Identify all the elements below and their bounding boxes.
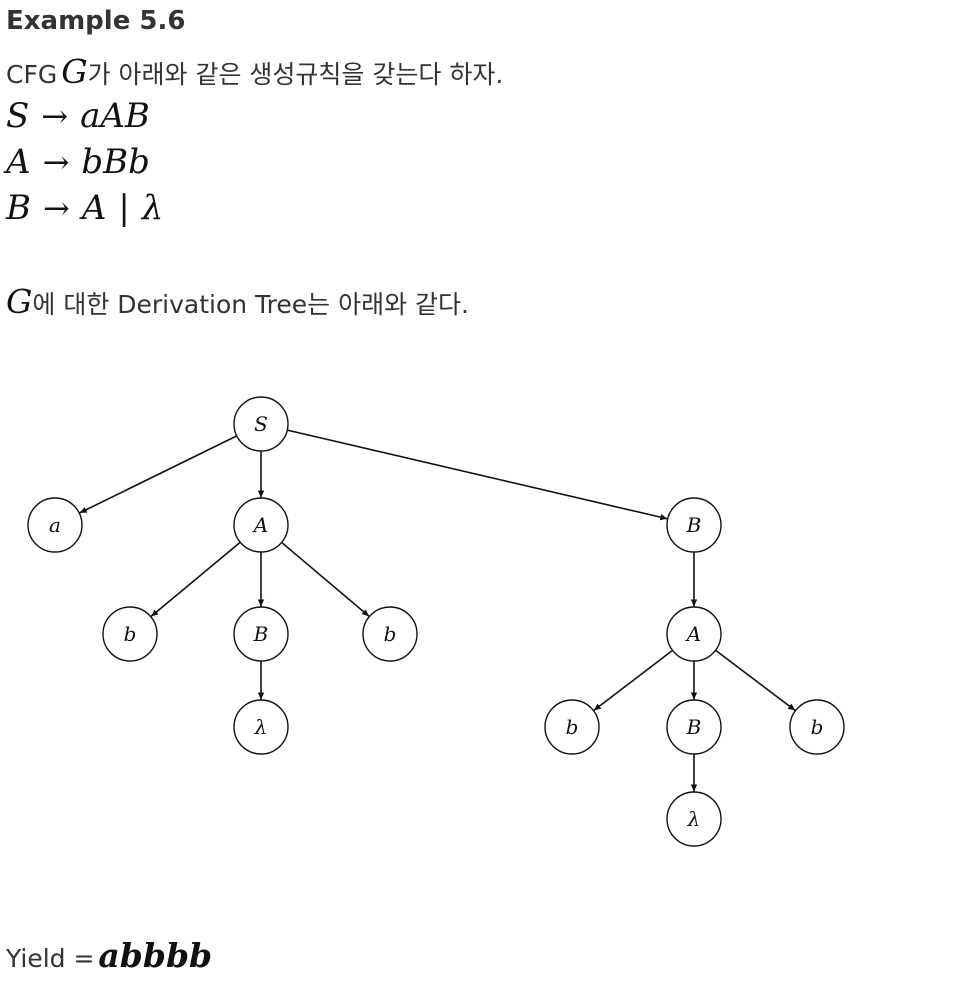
tree-node-circle — [233, 606, 289, 662]
tree-node: S — [233, 396, 289, 452]
rule-rhs: bBb — [81, 142, 150, 182]
production-rule-2: A → bBb — [6, 142, 150, 182]
tree-node-label: A — [685, 622, 701, 646]
tree-edge — [287, 429, 668, 521]
tree-node-label: A — [252, 513, 268, 537]
tree-node: A — [233, 497, 289, 553]
tree-node: A — [666, 606, 722, 662]
tree-node-circle — [666, 791, 722, 847]
tree-node-circle — [666, 497, 722, 553]
rule-rhs: aAB — [80, 96, 150, 136]
tree-caption-text: 에 대한 Derivation Tree는 아래와 같다. — [32, 290, 470, 319]
tree-node-label: λ — [687, 807, 701, 831]
tree-node-circle — [102, 606, 158, 662]
tree-node-label: a — [49, 513, 61, 537]
tree-node-circle — [233, 396, 289, 452]
tree-node: λ — [666, 791, 722, 847]
tree-node: B — [666, 497, 722, 553]
alternation-bar: | — [118, 188, 130, 228]
tree-edge — [715, 649, 796, 712]
tree-node-label: S — [254, 412, 268, 436]
arrow-icon: → — [42, 143, 70, 181]
intro-prefix: CFG — [6, 60, 58, 89]
tree-node: B — [233, 606, 289, 662]
rule-lhs: B — [6, 188, 31, 228]
yield-label: Yield = — [6, 944, 95, 973]
tree-node-label: b — [384, 622, 397, 646]
tree-node-circle — [27, 497, 83, 553]
tree-node-label: b — [566, 715, 579, 739]
tree-node-circle — [233, 497, 289, 553]
tree-node-label: λ — [254, 715, 268, 739]
tree-node: b — [362, 606, 418, 662]
tree-node-label: B — [686, 715, 702, 739]
tree-node-circle — [233, 699, 289, 755]
tree-node-circle — [544, 699, 600, 755]
tree-node-circle — [789, 699, 845, 755]
tree-caption: G 에 대한 Derivation Tree는 아래와 같다. — [6, 282, 469, 321]
arrow-icon: → — [41, 97, 69, 135]
tree-node: b — [102, 606, 158, 662]
tree-edge — [593, 649, 674, 711]
rule-rhs: A — [81, 188, 107, 228]
tree-edge — [79, 435, 238, 514]
rule-alt: λ — [141, 188, 164, 228]
tree-node-label: B — [253, 622, 269, 646]
tree-node-label: B — [686, 513, 702, 537]
tree-node: b — [789, 699, 845, 755]
rule-lhs: A — [6, 142, 31, 182]
tree-node-circle — [666, 606, 722, 662]
intro-line: CFG G 가 아래와 같은 생성규칙을 갖는다 하자. — [6, 52, 503, 91]
tree-node: b — [544, 699, 600, 755]
yield-line: Yield = abbbb — [6, 936, 212, 975]
production-rule-1: S → aAB — [6, 96, 150, 136]
arrow-icon: → — [43, 189, 70, 227]
tree-edge — [281, 541, 370, 617]
tree-node-label: b — [811, 715, 824, 739]
production-rule-3: B → A | λ — [6, 188, 163, 228]
tree-node-circle — [362, 606, 418, 662]
yield-value: abbbb — [98, 936, 213, 975]
tree-node: B — [666, 699, 722, 755]
tree-node: a — [27, 497, 83, 553]
tree-edge — [150, 541, 241, 618]
rule-lhs: S — [6, 96, 30, 136]
tree-node-label: b — [124, 622, 137, 646]
tree-node-circle — [666, 699, 722, 755]
grammar-variable: G — [61, 52, 88, 91]
example-heading: Example 5.6 — [6, 6, 186, 36]
intro-suffix: 가 아래와 같은 생성규칙을 갖는다 하자. — [87, 60, 504, 89]
tree-node: λ — [233, 699, 289, 755]
grammar-variable: G — [6, 282, 33, 321]
